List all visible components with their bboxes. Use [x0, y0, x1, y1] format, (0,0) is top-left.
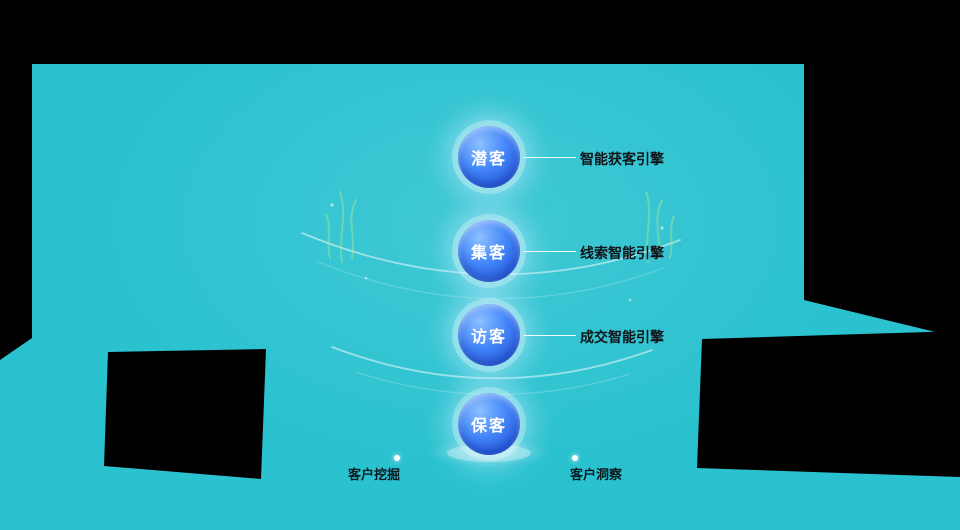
stage-badge-label: 保客	[470, 416, 507, 435]
bullet-dot-icon	[572, 455, 578, 461]
footnote-label: 客户挖掘	[348, 468, 401, 483]
connector-line	[524, 335, 576, 336]
connector-line	[524, 251, 576, 252]
bullet-dot-icon	[394, 455, 400, 461]
stage-badge-label: 潜客	[470, 149, 507, 168]
stage-badge-jike: 集客	[458, 220, 520, 282]
stage-badge-label: 集客	[470, 243, 507, 262]
stage-badge-label: 访客	[470, 327, 507, 346]
stage-badge-baoke: 保客	[458, 393, 520, 455]
engine-label: 成交智能引擎	[580, 330, 664, 346]
engine-label: 线索智能引擎	[580, 246, 664, 262]
stage-badge-fangke: 访客	[458, 304, 520, 366]
stage-badge-qianke: 潜客	[458, 126, 520, 188]
footnote-label: 客户洞察	[570, 468, 623, 483]
connector-line	[524, 157, 576, 158]
engine-label: 智能获客引擎	[580, 152, 664, 168]
